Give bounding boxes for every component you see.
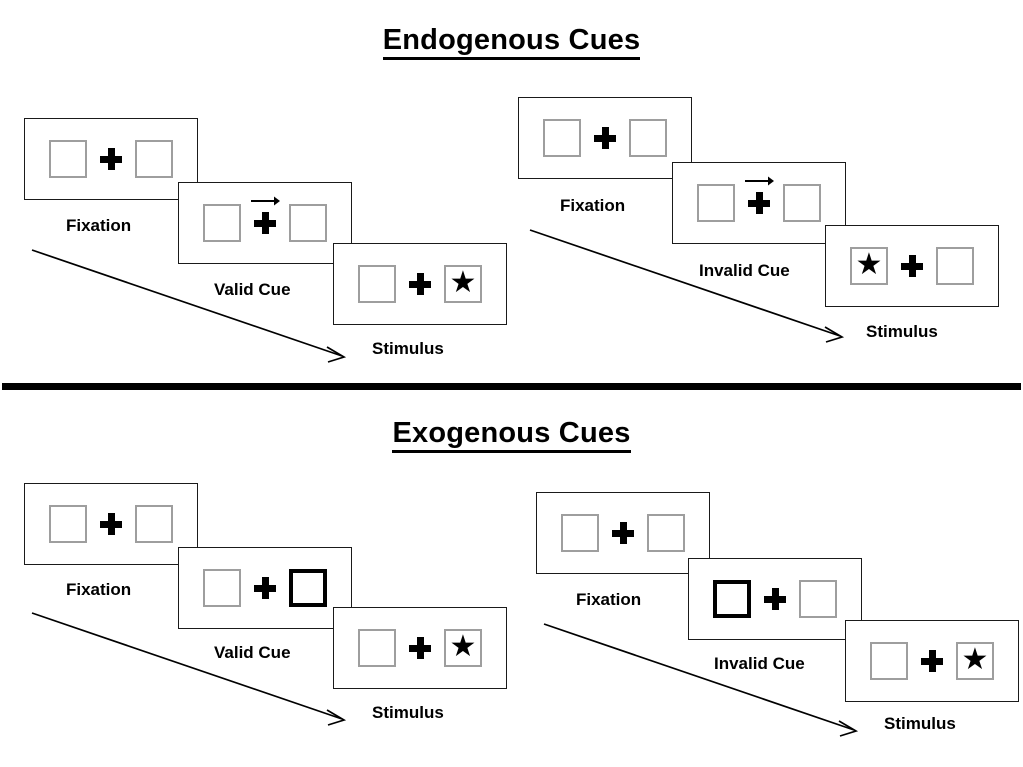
panel-endogenous-valid-fixation xyxy=(24,118,198,200)
target-square-right: ★ xyxy=(444,629,482,667)
panel-exogenous-valid-cue xyxy=(178,547,352,629)
target-square-right: ★ xyxy=(956,642,994,680)
fixation-plus-icon xyxy=(254,577,276,599)
placeholder-square-right xyxy=(647,514,685,552)
panel-endogenous-invalid-cue xyxy=(672,162,846,244)
fixation-plus-icon xyxy=(901,255,923,277)
placeholder-square-left xyxy=(358,265,396,303)
time-arrow-endogenous-valid xyxy=(31,249,347,363)
star-target-icon: ★ xyxy=(855,248,883,281)
placeholder-square-left xyxy=(203,569,241,607)
panel-exogenous-valid-fixation xyxy=(24,483,198,565)
placeholder-square-left xyxy=(870,642,908,680)
time-arrow-endogenous-invalid xyxy=(529,229,845,343)
fixation-plus-icon xyxy=(100,148,122,170)
fixation-plus-icon xyxy=(612,522,634,544)
caption-endogenous-invalid-cue: Invalid Cue xyxy=(699,261,790,280)
placeholder-square-left xyxy=(49,140,87,178)
section-title-endogenous-text: Endogenous Cues xyxy=(382,24,641,60)
panel-endogenous-valid-stimulus: ★ xyxy=(333,243,507,325)
caption-endogenous-valid-cue: Valid Cue xyxy=(214,280,291,299)
panel-exogenous-invalid-cue xyxy=(688,558,862,640)
target-square-left: ★ xyxy=(850,247,888,285)
panel-endogenous-valid-cue xyxy=(178,182,352,264)
placeholder-square-left xyxy=(697,184,735,222)
placeholder-square-left xyxy=(203,204,241,242)
star-target-icon: ★ xyxy=(449,630,477,663)
arrow-right-icon xyxy=(251,196,280,206)
placeholder-square-right xyxy=(783,184,821,222)
fixation-plus-icon xyxy=(251,196,280,234)
placeholder-square-right xyxy=(289,204,327,242)
caption-endogenous-invalid-stimulus: Stimulus xyxy=(866,322,938,341)
fixation-plus-icon xyxy=(409,273,431,295)
target-square-right: ★ xyxy=(444,265,482,303)
panel-endogenous-invalid-fixation xyxy=(518,97,692,179)
caption-exogenous-invalid-stimulus: Stimulus xyxy=(884,714,956,733)
fixation-plus-icon xyxy=(100,513,122,535)
placeholder-square-left xyxy=(358,629,396,667)
placeholder-square-right xyxy=(135,505,173,543)
section-title-exogenous-text: Exogenous Cues xyxy=(392,417,631,453)
section-title-endogenous: Endogenous Cues xyxy=(0,24,1023,60)
section-divider xyxy=(2,383,1021,390)
caption-exogenous-valid-stimulus: Stimulus xyxy=(372,703,444,722)
placeholder-square-right xyxy=(135,140,173,178)
caption-exogenous-invalid-fixation: Fixation xyxy=(576,590,642,609)
panel-endogenous-invalid-stimulus: ★ xyxy=(825,225,999,307)
arrow-right-icon xyxy=(745,176,774,186)
caption-exogenous-invalid-cue: Invalid Cue xyxy=(714,654,805,673)
fixation-plus-icon xyxy=(764,588,786,610)
panel-exogenous-invalid-fixation xyxy=(536,492,710,574)
fixation-plus-icon xyxy=(594,127,616,149)
cued-square-left xyxy=(713,580,751,618)
caption-endogenous-valid-fixation: Fixation xyxy=(66,216,132,235)
placeholder-square-left xyxy=(543,119,581,157)
star-target-icon: ★ xyxy=(449,266,477,299)
caption-endogenous-valid-stimulus: Stimulus xyxy=(372,339,444,358)
fixation-plus-icon xyxy=(745,176,774,214)
panel-exogenous-invalid-stimulus: ★ xyxy=(845,620,1019,702)
section-title-exogenous: Exogenous Cues xyxy=(0,417,1023,453)
placeholder-square-left xyxy=(561,514,599,552)
caption-endogenous-invalid-fixation: Fixation xyxy=(560,196,626,215)
placeholder-square-right xyxy=(799,580,837,618)
fixation-plus-icon xyxy=(921,650,943,672)
star-target-icon: ★ xyxy=(961,643,989,676)
placeholder-square-left xyxy=(49,505,87,543)
panel-exogenous-valid-stimulus: ★ xyxy=(333,607,507,689)
cued-square-right xyxy=(289,569,327,607)
caption-exogenous-valid-fixation: Fixation xyxy=(66,580,132,599)
placeholder-square-right xyxy=(629,119,667,157)
fixation-plus-icon xyxy=(409,637,431,659)
caption-exogenous-valid-cue: Valid Cue xyxy=(214,643,291,662)
placeholder-square-right xyxy=(936,247,974,285)
